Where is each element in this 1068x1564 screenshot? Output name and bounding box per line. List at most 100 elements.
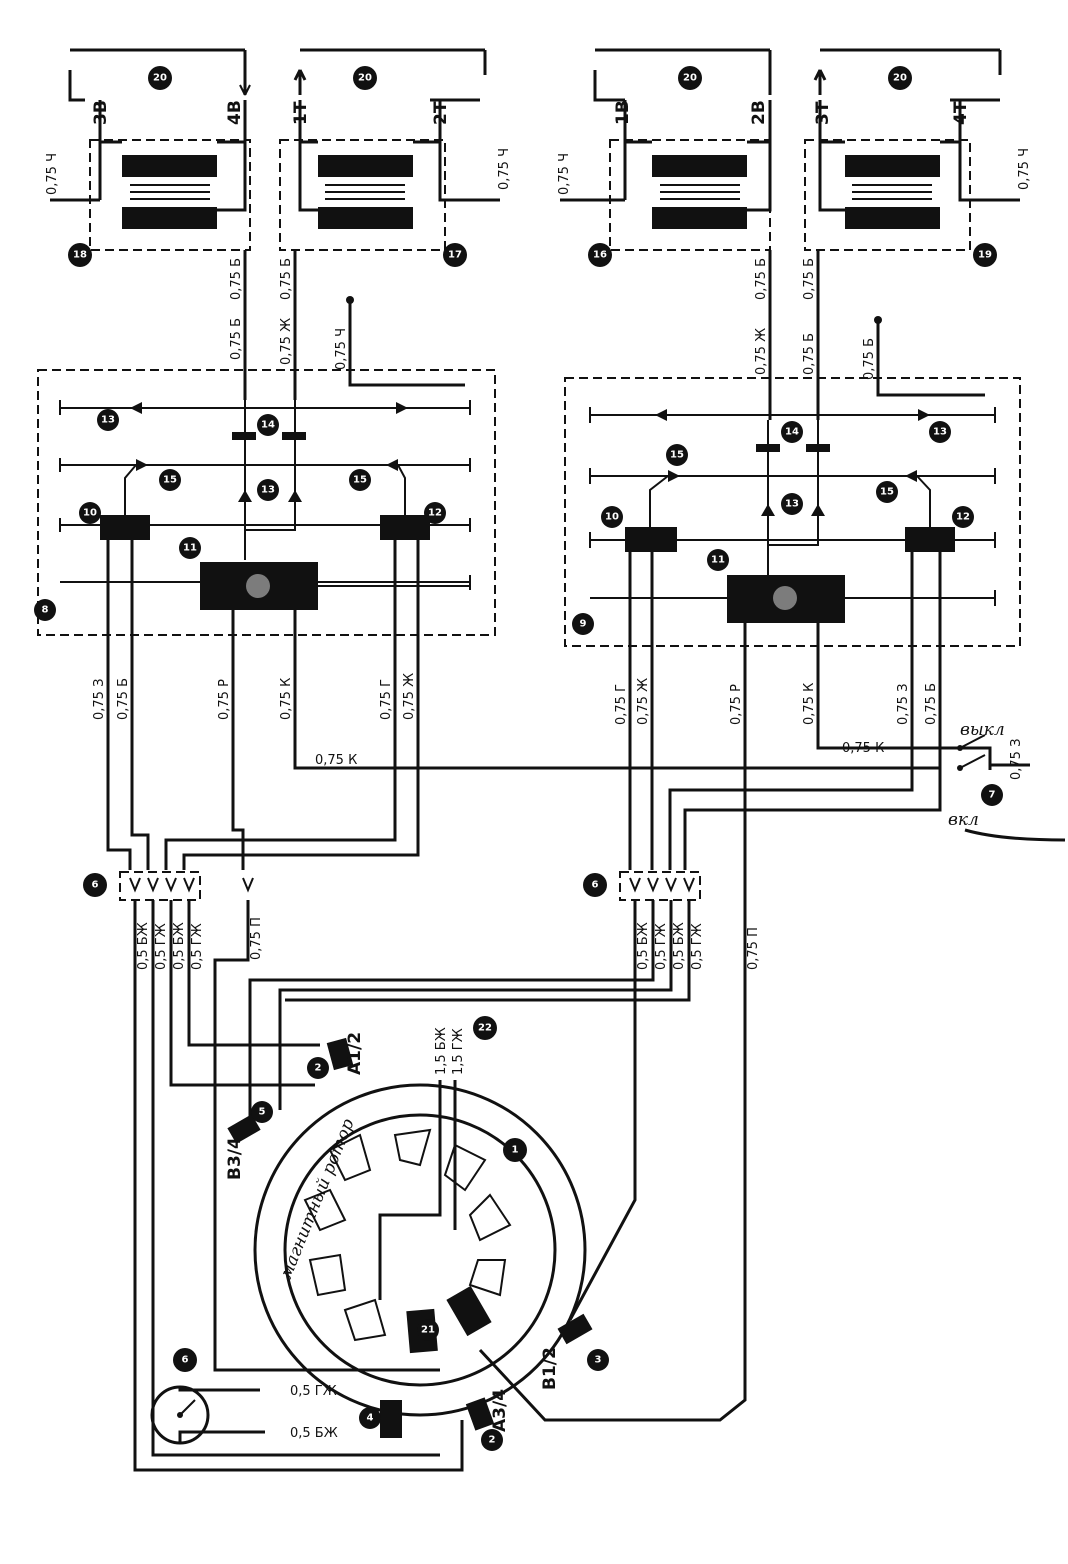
right-block-wires: 0,75 Г 0,75 Ж 0,75 Р 0,75 К 0,75 З 0,75 … [478,552,942,1422]
part-num: 10 [605,512,619,523]
link-wire: 0,75 Ж [279,318,294,365]
block-wire: 0,75 З [92,679,107,720]
connector-wire: 0,75 П [249,917,264,960]
block-wire: 0,75 Ж [402,673,417,720]
motor: 1 магнитный ротор 2 А1/2 5 В3/4 3 В1/2 2… [225,1016,609,1451]
relay-12 [380,515,430,540]
switch-wire-z: 0,75 З [1009,739,1024,780]
rotor-label: магнитный ротор [276,1116,359,1282]
block-wire: 0,75 Б [116,678,131,720]
sensor-num: 2 [315,1063,322,1074]
part-num: 13 [933,427,947,438]
gauge-wire: 0,5 БЖ [290,1426,338,1441]
relay-10 [100,515,150,540]
coil-badge [888,66,912,90]
diode-13d [811,504,825,516]
sensor-label: В1/2 [540,1347,560,1390]
part-num: 12 [956,512,970,523]
link-wire: 0,75 Б [802,333,817,375]
connector-left: 6 0,5 БЖ 0,5 ГЖ 0,5 БЖ 0,5 ГЖ 0,75 П [83,871,464,1472]
block-wire: 0,75 Р [217,679,232,720]
transformer-16: 20 16 1В 2В 0,75 Ч [557,48,772,267]
sensor-label: А3/4 [490,1389,510,1432]
link-wire: 0,75 Б [279,258,294,300]
diode-15b [905,470,917,482]
connector-wire: 0,5 БЖ [172,922,187,970]
connector-wire: 0,5 ГЖ [154,923,169,970]
left-block-wires: 0,75 З 0,75 Б 0,75 Р 0,75 К 0,75 Г 0,75 … [92,540,940,870]
diode-15 [136,459,148,471]
part-num: 11 [183,543,197,554]
feed-wire: 1,5 ГЖ [451,1028,466,1075]
gauge-wire: 0,5 ГЖ [290,1384,337,1399]
diode-15 [668,470,680,482]
transformer-num: 18 [73,250,87,261]
block-wire: 0,75 К [279,678,294,720]
terminal-right: 4Т [951,101,971,125]
terminal-left: 1В [613,100,633,125]
link-wire: 0,75 Б [862,338,877,380]
terminal-right: 4В [225,100,245,125]
transformer-badge [588,243,612,267]
feed-num: 22 [478,1023,492,1034]
link-wire: 0,75 Б [229,318,244,360]
sensor-num: 2 [489,1435,496,1446]
switch-on-label: вкл [948,810,979,830]
block-wire: 0,75 З [896,684,911,725]
link-wire: 0,75 Ж [754,328,769,375]
switch-off-label: выкл [960,720,1005,740]
control-block-left: 8 10 11 12 13 13 14 15 15 [34,369,496,636]
sensor-label: А1/2 [345,1032,365,1075]
connector-wire: 0,5 ГЖ [690,923,705,970]
transformer-num: 17 [448,250,462,261]
coil-badge [678,66,702,90]
switch-num: 7 [989,790,996,801]
power-switch[interactable]: 7 выкл вкл 0,75 К 0,75 З [842,720,1066,842]
wire-label: 0,75 Ч [497,148,512,190]
diode-13 [130,402,142,414]
part-num: 10 [83,508,97,519]
block-wire: 0,75 Г [614,684,629,725]
part-num: 11 [711,555,725,566]
switch-wire-k: 0,75 К [842,741,884,756]
terminal-left: 3В [91,100,111,125]
part-num: 15 [670,450,684,461]
diode-13c [238,490,252,502]
feed-wire: 1,5 БЖ [434,1027,449,1075]
part-num: 15 [880,487,894,498]
transformer-badge [973,243,997,267]
relay-10 [625,527,677,552]
block-wire: 0,75 Г [379,679,394,720]
block-wire: 0,75 К [802,683,817,725]
gauge-num: 6 [182,1355,189,1366]
connector-wire: 0,5 ГЖ [190,923,205,970]
part-num: 13 [261,485,275,496]
connector-wire: 0,5 БЖ [672,922,687,970]
terminal-right: 2Т [431,101,451,125]
sensor-label: В3/4 [225,1137,245,1180]
coil-num: 20 [153,73,167,84]
block-num: 8 [42,605,49,616]
part-num: 12 [428,508,442,519]
block-wire: 0,75 Б [924,683,939,725]
transformer-19: 20 19 3Т 4Т 0,75 Ч [804,48,1032,267]
terminal-left: 1Т [291,101,311,125]
connector-wire: 0,5 ГЖ [654,923,669,970]
part-num: 13 [101,415,115,426]
terminal-right: 2В [749,100,769,125]
sensor-num: 3 [595,1355,602,1366]
link-wire: 0,75 Б [754,258,769,300]
diode-15b [386,459,398,471]
coil-num: 20 [893,73,907,84]
coil-badge [148,66,172,90]
connector-num: 6 [592,880,599,891]
connector-wire: 0,5 БЖ [136,922,151,970]
transformer-num: 16 [593,250,607,261]
transformer-18: 20 18 3В 4В 0,75 Ч [45,48,251,267]
diode-13d [288,490,302,502]
wire-label: 0,75 Ч [45,153,60,195]
coil-num: 20 [358,73,372,84]
diode-13c [761,504,775,516]
part-num: 13 [785,499,799,510]
transformer-num: 19 [978,250,992,261]
